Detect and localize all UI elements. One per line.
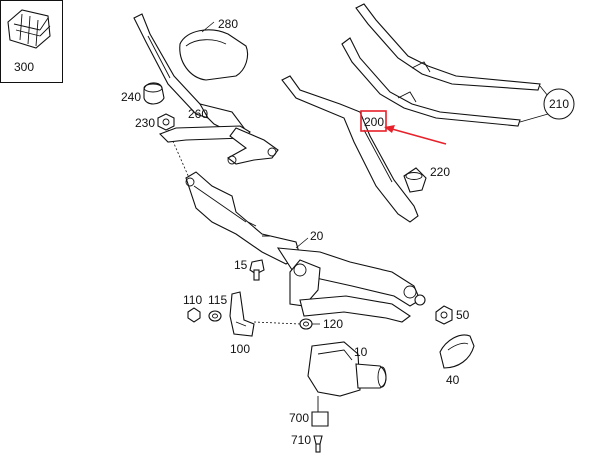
- callout-200-highlight[interactable]: 200: [360, 110, 387, 132]
- callout-50: 50: [456, 308, 470, 322]
- part-50-nut[interactable]: [435, 305, 453, 325]
- callout-700: 700: [289, 411, 309, 425]
- callout-110: 110: [183, 293, 202, 307]
- linkage-crank[interactable]: [159, 125, 279, 165]
- part-15-bolt[interactable]: [249, 259, 265, 281]
- callout-210-circle[interactable]: 210: [543, 88, 575, 120]
- callout-710: 710: [291, 433, 311, 447]
- part-40-bracket[interactable]: [439, 334, 475, 369]
- callout-200: 200: [364, 115, 384, 129]
- part-220-cap[interactable]: [403, 167, 427, 193]
- callout-240: 240: [121, 90, 141, 104]
- callout-210: 210: [549, 97, 569, 111]
- callout-260: 260: [188, 107, 208, 121]
- part-115-washer[interactable]: [208, 310, 222, 322]
- part-10-wiper-motor[interactable]: [307, 341, 387, 397]
- part-200-wiper-arm[interactable]: [281, 75, 419, 223]
- callout-100: 100: [230, 342, 250, 356]
- part-110-screw[interactable]: [187, 307, 201, 323]
- part-700-connector[interactable]: [311, 396, 329, 427]
- callout-230: 230: [135, 116, 155, 130]
- part-100-bracket[interactable]: [229, 291, 255, 337]
- callout-280: 280: [218, 17, 238, 31]
- part-710-screw[interactable]: [313, 435, 323, 453]
- callout-15: 15: [234, 258, 248, 272]
- relay-module-icon: [7, 9, 51, 49]
- part-240-cap[interactable]: [143, 82, 165, 105]
- callout-40: 40: [446, 373, 460, 387]
- red-pointer-arrow: [384, 125, 447, 145]
- part-120-washer[interactable]: [299, 318, 313, 330]
- callout-20: 20: [310, 229, 324, 243]
- inset-box-300[interactable]: 300: [0, 0, 63, 83]
- callout-300: 300: [14, 60, 34, 74]
- part-280-cover[interactable]: 280: [179, 17, 249, 81]
- part-210-wiper-blades[interactable]: [341, 3, 541, 127]
- callout-120: 120: [323, 317, 343, 331]
- callout-220: 220: [430, 165, 450, 179]
- part-20-wiper-frame[interactable]: [185, 171, 426, 323]
- part-230-nut[interactable]: [157, 113, 175, 131]
- callout-10: 10: [354, 345, 368, 359]
- callout-115: 115: [208, 293, 227, 307]
